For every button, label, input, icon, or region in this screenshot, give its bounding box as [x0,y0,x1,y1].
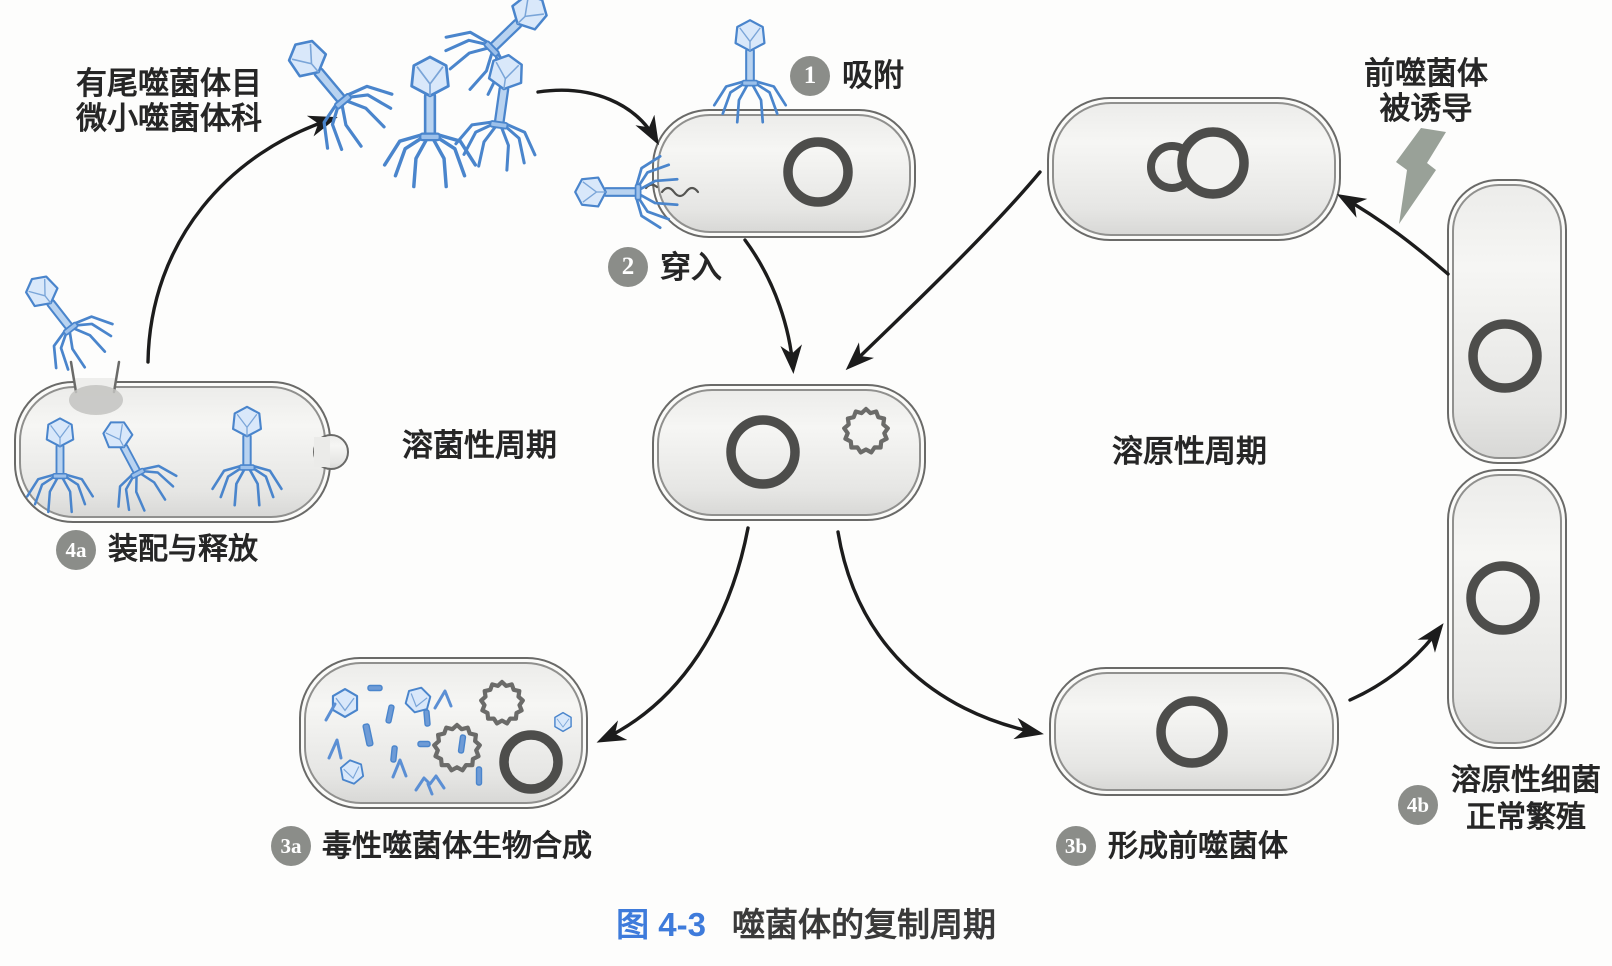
phage-dna-gear [479,679,525,726]
bacterial-dna-ring [1468,319,1542,393]
phage-dna-gear [842,406,890,455]
figure-caption: 图 4-3 噬菌体的复制周期 [0,898,1612,946]
figure-number: 图 4-3 [616,906,706,943]
bacterial-dna-ring [726,415,800,489]
step-label-adsorption: 吸附 [842,58,904,93]
phage-taxa-line2: 微小噬菌体科 [76,101,262,136]
bacteriophage-icon [261,15,407,166]
cell-prophage-integrated [1047,97,1341,241]
step-number: 4b [1406,792,1430,817]
step-label-penetration: 穿入 [660,250,722,285]
cell-dividing-top [1447,179,1567,464]
phage-dna-gear [432,722,482,773]
cell-dividing-bottom [1447,469,1567,749]
arrow-division-to-induction [1336,194,1450,276]
induction-lightning-icon [1396,128,1446,224]
integrated-prophage-figure8 [1147,127,1249,199]
step-badge-3b: 3b [1056,826,1096,866]
injected-dna-squiggle [644,183,700,198]
step-badge-1: 1 [790,56,830,96]
cytoplasm-leak [69,385,123,415]
phage-parts [324,683,572,796]
step-label-lysogenic-reproduction: 溶原性细菌 正常繁殖 [1440,762,1612,836]
bacterial-dna-ring [1466,561,1540,635]
cell-lysis-release [14,360,349,523]
arrow-release-to-pool [146,115,338,364]
arrow-prophage-to-division [1348,623,1444,702]
step-badge-4b: 4b [1398,785,1438,825]
lysogenic-cycle-label: 溶原性周期 [1112,434,1267,469]
step-badge-2: 2 [608,247,648,287]
bacterial-dna-ring [783,137,853,207]
step-label-biosynthesis: 毒性噬菌体生物合成 [322,830,592,863]
arrow-to-prophage-formation [836,530,1044,740]
bacterial-dna-ring [1156,696,1228,768]
arrow-penetration [743,238,802,375]
step-badge-4a: 4a [56,530,96,570]
prophage-induced-line2: 被诱导 [1379,91,1473,126]
cell-adsorption [644,109,916,238]
step-label-assembly-release: 装配与释放 [108,533,258,566]
phage-taxa-line1: 有尾噬菌体目 [76,66,262,101]
arrow-induction-return [845,170,1042,371]
bacterial-dna-ring [499,730,563,794]
step-number: 3b [1064,833,1088,858]
cell-biosynthesis [299,657,588,809]
bacteriophage-icon [2,255,125,383]
step-badge-3a: 3a [271,826,311,866]
step-number: 2 [621,253,635,280]
figure-title: 噬菌体的复制周期 [731,906,996,943]
step-number: 3a [280,833,302,858]
phage-taxa-label: 有尾噬菌体目 微小噬菌体科 [62,66,276,136]
arrow-pool-to-adsorption [536,88,659,146]
step-number: 4a [65,537,87,562]
bacteriophage-icon [382,55,478,189]
step-label-prophage-formation: 形成前噬菌体 [1108,830,1288,863]
lysogenic-line2: 正常繁殖 [1466,801,1586,834]
step-number: 1 [803,62,817,89]
cell-prophage-formed [1049,667,1339,796]
cell-penetrated [652,384,926,521]
lytic-cycle-label: 溶菌性周期 [402,428,557,463]
prophage-induced-label: 前噬菌体 被诱导 [1342,56,1510,126]
prophage-induced-line1: 前噬菌体 [1364,56,1488,91]
tail-fiber-piece [414,774,446,796]
arrow-to-biosynthesis [596,526,750,743]
lysogenic-line1: 溶原性细菌 [1451,764,1601,797]
bacteriophage-icon [712,18,788,124]
